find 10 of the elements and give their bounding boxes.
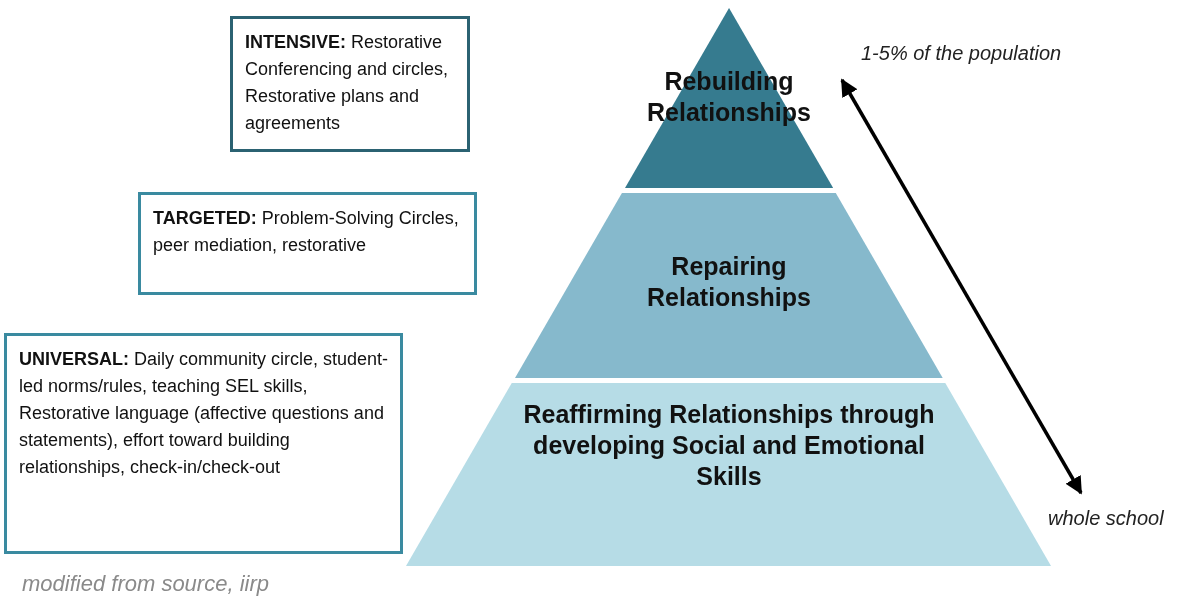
pyramid-tier	[624, 8, 834, 188]
tier-title: Repairing Relationships	[646, 251, 812, 313]
annotation: whole school	[1048, 507, 1164, 530]
pyramid-tier	[515, 193, 943, 378]
source-note: modified from source, iirp	[22, 571, 269, 596]
annotation: 1-5% of the population	[861, 42, 1062, 65]
tier-description-box: UNIVERSAL: Daily community circle, student-led norms/rules, teaching SEL skills, Restorative language (affective questions and statements), effort toward building relationships, check-in/check-out	[4, 333, 403, 554]
tier-description-box: TARGETED: Problem-Solving Circles, peer mediation, restorative	[138, 192, 477, 295]
tier-title: Reaffirming Relationships through developing Social and Emotional Skills	[522, 399, 936, 492]
tier-description-box: INTENSIVE: Restorative Conferencing and circles, Restorative plans and agreements	[230, 16, 470, 152]
